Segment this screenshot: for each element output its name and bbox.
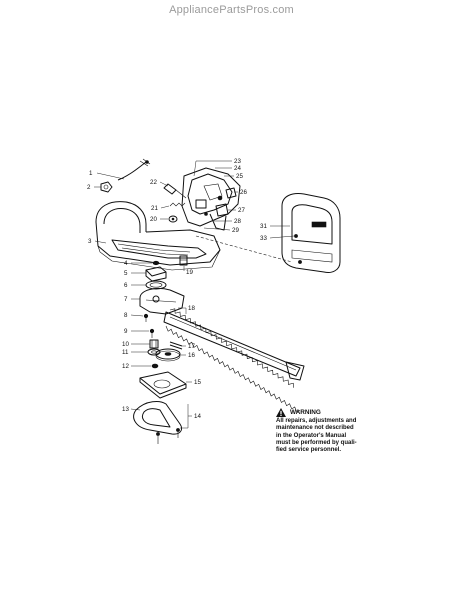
washer-part-12[interactable] bbox=[151, 363, 159, 369]
callout-6: 6 bbox=[124, 282, 128, 289]
screw-part-4[interactable] bbox=[152, 260, 160, 266]
callout-31: 31 bbox=[260, 223, 267, 230]
callout-14: 14 bbox=[194, 413, 201, 420]
callout-33: 33 bbox=[260, 235, 267, 242]
housing-handle-part[interactable] bbox=[95, 201, 221, 271]
warning-notice: WARNING All repairs, adjustments and mai… bbox=[276, 408, 372, 454]
handle-assembly-part[interactable] bbox=[181, 167, 241, 231]
blade-assembly-part-18[interactable] bbox=[155, 307, 310, 413]
lower-guard-part-13[interactable] bbox=[133, 401, 183, 444]
trigger-part-26[interactable] bbox=[225, 187, 237, 199]
callout-20: 20 bbox=[150, 216, 157, 223]
site-title: AppliancePartsPros.com bbox=[169, 4, 294, 16]
callout-3: 3 bbox=[88, 238, 92, 245]
gasket-part-6[interactable] bbox=[145, 280, 167, 290]
callout-1: 1 bbox=[89, 170, 93, 177]
washer-part-20[interactable] bbox=[168, 215, 178, 223]
callout-12: 12 bbox=[122, 363, 129, 370]
callout-7: 7 bbox=[124, 296, 128, 303]
cover-plate-part-5[interactable] bbox=[145, 266, 167, 282]
callout-9: 9 bbox=[124, 328, 128, 335]
warning-line-3: in the Operator's Manual bbox=[276, 432, 347, 439]
callout-5: 5 bbox=[124, 270, 128, 277]
callout-11: 11 bbox=[122, 349, 129, 356]
callout-18: 18 bbox=[188, 305, 195, 312]
callout-2: 2 bbox=[87, 184, 91, 191]
callout-21: 21 bbox=[151, 205, 158, 212]
spring-part-21[interactable] bbox=[169, 202, 186, 207]
callout-29: 29 bbox=[232, 227, 239, 234]
warning-title: WARNING bbox=[290, 408, 321, 416]
callout-28: 28 bbox=[234, 218, 241, 225]
bottom-cover-part-15[interactable] bbox=[139, 371, 187, 399]
callout-15: 15 bbox=[194, 379, 201, 386]
screw-part-22[interactable] bbox=[163, 183, 187, 199]
warning-line-2: maintenance not described bbox=[276, 425, 354, 432]
callout-23: 23 bbox=[234, 158, 241, 165]
callout-22: 22 bbox=[150, 179, 157, 186]
callout-13: 13 bbox=[122, 406, 129, 413]
callout-24: 24 bbox=[234, 165, 241, 172]
warning-header: WARNING bbox=[276, 408, 372, 417]
warning-line-5: fied service personnel. bbox=[276, 447, 342, 454]
screw-part-8[interactable] bbox=[143, 313, 149, 322]
pinion-part-10[interactable] bbox=[149, 339, 159, 349]
front-handle-part[interactable] bbox=[281, 193, 341, 273]
callout-10: 10 bbox=[122, 341, 129, 348]
power-cord-part[interactable] bbox=[117, 158, 151, 181]
warning-line-1: All repairs, adjustments and bbox=[276, 418, 357, 424]
callout-19: 19 bbox=[186, 269, 193, 276]
callout-27: 27 bbox=[238, 207, 245, 214]
pin-part-17[interactable] bbox=[169, 341, 183, 350]
cord-retainer-part[interactable] bbox=[100, 181, 113, 193]
lock-part-27[interactable] bbox=[215, 203, 229, 217]
callout-16: 16 bbox=[188, 352, 195, 359]
spacer-part-19[interactable] bbox=[179, 255, 188, 266]
gear-housing-part-7[interactable] bbox=[139, 287, 185, 315]
gear-part-16[interactable] bbox=[155, 348, 181, 362]
callout-25: 25 bbox=[236, 173, 243, 180]
warning-triangle-icon bbox=[276, 408, 286, 417]
callout-8: 8 bbox=[124, 312, 128, 319]
callout-26: 26 bbox=[240, 189, 247, 196]
callout-4: 4 bbox=[124, 260, 128, 267]
screw-part-9[interactable] bbox=[149, 328, 155, 338]
warning-line-4: must be performed by quali- bbox=[276, 439, 357, 446]
callout-17: 17 bbox=[188, 343, 195, 350]
bearing-part-11[interactable] bbox=[147, 348, 161, 356]
